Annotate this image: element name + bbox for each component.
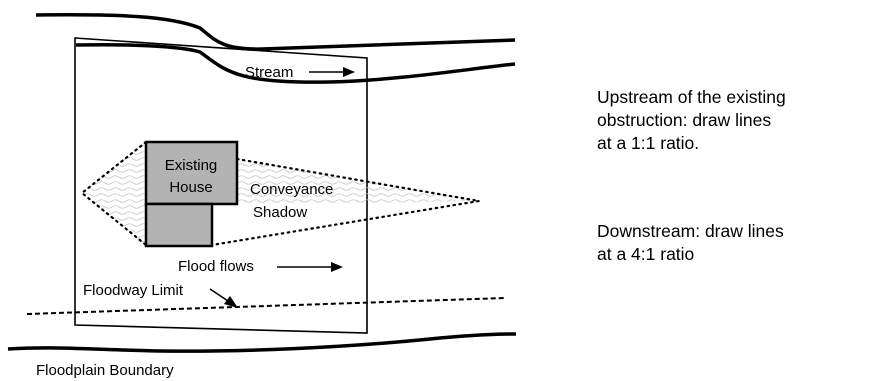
stream-arrow — [309, 67, 355, 77]
study-area-boundary — [74, 37, 368, 334]
downstream-note: Downstream: draw lines at a 4:1 ratio — [597, 221, 784, 264]
house-addition — [144, 202, 214, 248]
flood-flows-arrow — [277, 262, 343, 272]
floodway-limit-line — [26, 297, 506, 315]
stream-label: Stream — [245, 64, 293, 81]
floodplain-boundary-line — [7, 332, 517, 353]
existing-house-label-line1: Existing — [165, 157, 218, 174]
existing-house-label-line2: House — [169, 179, 212, 196]
upstream-note: Upstream of the existing obstruction: dr… — [597, 87, 786, 153]
floodway-limit-label: Floodway Limit — [83, 282, 184, 299]
shadow-boundary-downstream — [210, 157, 480, 247]
flood-flows-label: Flood flows — [178, 258, 254, 275]
conveyance-shadow-label-line1: Conveyance — [250, 181, 333, 198]
existing-house — [144, 140, 239, 206]
stream-bank-upper — [35, 13, 516, 51]
floodplain-boundary-label: Floodplain Boundary — [36, 362, 174, 379]
stream-bank-lower — [75, 43, 516, 84]
conveyance-shadow-label-line2: Shadow — [253, 204, 307, 221]
floodway-limit-arrow — [209, 288, 238, 308]
